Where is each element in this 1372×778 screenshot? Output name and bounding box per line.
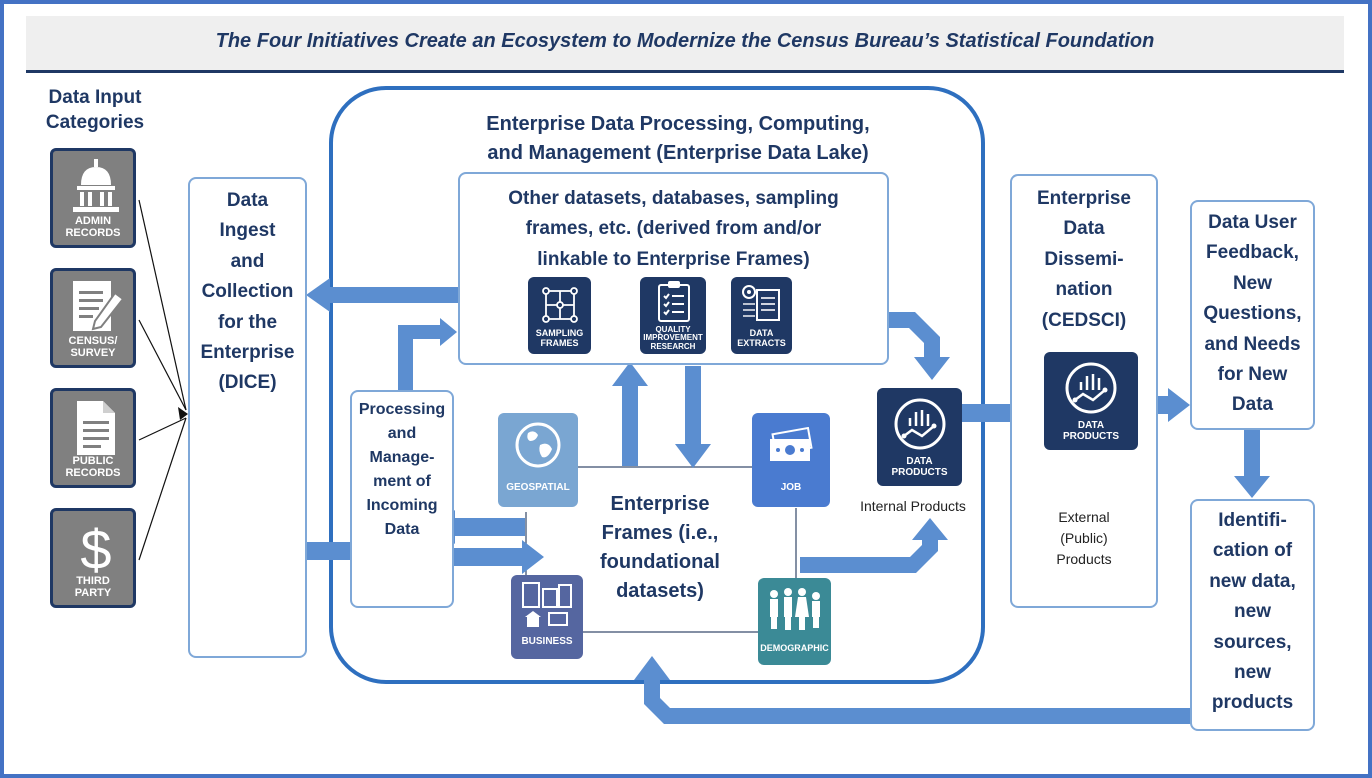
gear-document-icon: [742, 285, 780, 321]
money-icon: [770, 427, 813, 461]
dice-box: [188, 177, 307, 658]
title-bar: [26, 16, 1344, 70]
job-tile: JOB: [752, 413, 830, 507]
lake-heading: Enterprise Data Processing, Computing,an…: [486, 113, 870, 164]
globe-icon: [515, 422, 561, 468]
feedback-box: [1190, 200, 1315, 430]
network-grid-icon: [542, 287, 578, 323]
tile-label: CENSUS/SURVEY: [68, 334, 118, 359]
processing-box: [350, 390, 454, 608]
input-tile-census-survey: CENSUS/SURVEY: [50, 268, 136, 368]
page-title: The Four Initiatives Create an Ecosystem…: [215, 30, 1155, 52]
geospatial-tile: GEOSPATIAL: [498, 413, 578, 507]
dollar-icon: $: [80, 519, 111, 577]
capitol-icon: [73, 159, 119, 212]
tile-label: BUSINESS: [521, 635, 573, 647]
identification-box: [1190, 499, 1315, 731]
people-icon: [770, 588, 820, 630]
internal-products-caption: Internal Products: [860, 498, 966, 514]
business-tile: BUSINESS: [511, 575, 583, 659]
buildings-icon: [522, 582, 572, 627]
input-connector-lines: [138, 199, 187, 561]
clipboard-checklist-icon: [658, 281, 690, 322]
demographic-tile: DEMOGRAPHIC: [758, 578, 831, 665]
form-pencil-icon: [73, 281, 125, 331]
chart-dial-icon: [1065, 362, 1117, 414]
tile-label: DEMOGRAPHIC: [760, 642, 829, 653]
svg-text:$: $: [80, 519, 111, 577]
tile-label: JOB: [780, 481, 802, 493]
chart-dial-icon: [894, 398, 946, 450]
title-rule: [26, 70, 1344, 73]
tile-label: GEOSPATIAL: [506, 481, 570, 493]
external-products-caption: External(Public)Products: [1056, 509, 1112, 567]
document-icon: [77, 401, 115, 455]
